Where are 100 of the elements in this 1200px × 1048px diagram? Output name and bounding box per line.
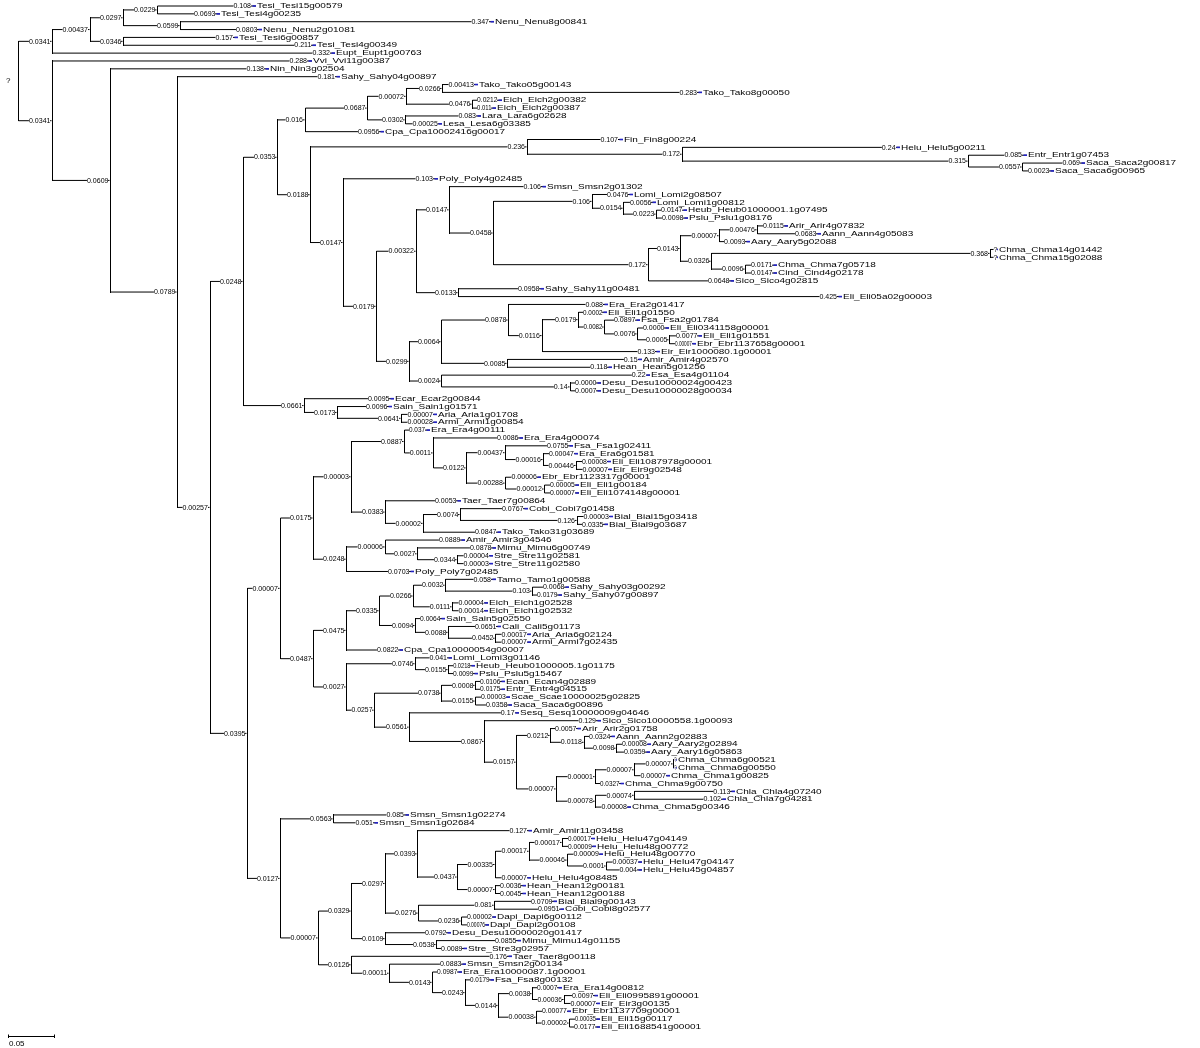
branch-length-label: 0.00257 xyxy=(182,503,208,512)
clade-line xyxy=(179,21,181,31)
branch-length-label: 0.0001 xyxy=(582,862,604,870)
branch-line xyxy=(110,291,177,293)
clade-line xyxy=(176,76,178,508)
clade-line xyxy=(633,790,635,800)
branch-length-label: 0.118 xyxy=(590,363,608,372)
leaf-label: Tako_Tako31g03689 xyxy=(501,528,594,536)
clade-line xyxy=(459,508,461,521)
branch-length-label: 0.0599 xyxy=(156,21,178,30)
leaf-label: Chma_Chma6g00550 xyxy=(677,764,776,772)
branch-length-label: 0.00028 xyxy=(407,418,433,427)
branch-length-label: 0.0027 xyxy=(393,550,415,558)
branch-line xyxy=(409,712,520,714)
clade-line xyxy=(756,225,758,235)
branch-length-label: 0.0393 xyxy=(393,850,415,858)
branch-line xyxy=(346,663,415,665)
branch-length-label: 0.00012 xyxy=(516,485,542,493)
branch-length-label: 0.0157 xyxy=(492,758,514,766)
clade-line xyxy=(441,84,443,93)
scale-label: 0.05 xyxy=(9,1039,25,1048)
branch-line xyxy=(634,798,727,801)
leaf-label: Smsn_Smsn1g02274 xyxy=(409,811,506,819)
branch-length-label: 0.00007 xyxy=(570,999,596,1008)
clade-line xyxy=(440,319,442,364)
branch-line xyxy=(711,252,990,254)
clade-line xyxy=(528,841,530,861)
branch-length-label: 0.17 xyxy=(500,709,515,717)
leaf-label: Eli_Eli0341158g00001 xyxy=(669,324,769,332)
leaf-label: Hean_Hean12g00181 xyxy=(526,881,625,890)
branch-line xyxy=(634,790,736,793)
leaf-label: Chma_Chma6g00521 xyxy=(677,756,776,764)
leaf-label: Helu_Helu47g04149 xyxy=(595,834,687,843)
leaf-label: Eli_Eli1g01551 xyxy=(702,332,770,340)
clade-line xyxy=(440,374,442,388)
clade-line xyxy=(515,734,517,790)
leaf-label: Fsa_Fsa8g00132 xyxy=(494,976,573,984)
clade-line xyxy=(242,156,244,407)
leaf-label: Ecan_Ecan4g02889 xyxy=(505,677,596,686)
branch-length-label: 0.0173 xyxy=(313,408,335,417)
branch-length-label: 0.00007 xyxy=(467,885,493,894)
branch-length-label: 0.0106 xyxy=(480,677,501,686)
clade-line xyxy=(531,586,533,596)
branch-length-label: ? xyxy=(674,764,677,772)
leaf-label: Tesi_Tesi4g00349 xyxy=(316,41,397,50)
leaf-label: Dapi_Dapi2g00108 xyxy=(489,921,576,929)
leaf-label: Chma_Chma5g00346 xyxy=(631,803,730,811)
leaf-label: Era_Era4g00111 xyxy=(430,426,505,434)
branch-line xyxy=(351,955,513,958)
branch-length-label: 0.00008 xyxy=(581,457,607,466)
branch-length-label: 0.0109 xyxy=(361,934,383,943)
branch-length-label: 0.0987 xyxy=(437,968,458,976)
branch-length-label: 0.0746 xyxy=(391,659,413,668)
branch-length-label: 0.0223 xyxy=(632,210,654,218)
branch-length-label: 0.0179 xyxy=(352,302,374,311)
branch-length-label: 0.00047 xyxy=(548,449,574,458)
leaf-label: Eli_Eli1g00184 xyxy=(579,481,647,489)
branch-length-label: 0.00076 xyxy=(466,921,485,929)
clade-line xyxy=(506,358,508,368)
branch-length-label: 0.058 xyxy=(473,575,492,584)
clade-line xyxy=(576,516,578,525)
clade-line xyxy=(384,853,386,914)
clade-line xyxy=(304,107,306,133)
branch-length-label: 0.0057 xyxy=(555,724,577,733)
branch-length-label: 0.00074 xyxy=(606,791,632,800)
clade-line xyxy=(492,200,494,266)
leaf-label: Taer_Taer8g00118 xyxy=(512,952,596,961)
leaf-label: Saca_Saca6g00965 xyxy=(1054,167,1145,175)
branch-length-label: 0.00002 xyxy=(395,519,421,528)
branch-length-label: 0.425 xyxy=(819,292,838,301)
leaf-label: Lomi_Lomi2g08507 xyxy=(633,190,722,199)
clade-line xyxy=(209,280,211,734)
branch-length-label: 0.0045 xyxy=(500,889,522,898)
branch-line xyxy=(648,280,735,282)
branch-length-label: 0.00008 xyxy=(621,740,647,749)
clade-line xyxy=(507,303,509,337)
branch-line xyxy=(532,594,563,596)
branch-length-label: 0.011 xyxy=(477,104,492,112)
branch-length-label: 0.0651 xyxy=(474,622,497,631)
branch-length-label: 0.0243 xyxy=(441,988,463,997)
branch-length-label: 0.00017 xyxy=(534,838,560,847)
leaf-label: Lomi_Lomi1g00812 xyxy=(656,198,745,207)
branch-length-label: 0.00007 xyxy=(640,771,666,780)
leaf-label: Aria_Aria1g01708 xyxy=(437,410,518,419)
leaf-label: Sesq_Sesq10000009g04646 xyxy=(519,709,649,717)
branch-length-label: 0.0353 xyxy=(253,153,275,162)
branch-length-label: 0.0661 xyxy=(280,401,302,410)
branch-length-label: 0.0395 xyxy=(223,729,245,738)
clade-line xyxy=(384,500,386,524)
leaf-label: Aary_Aary2g02894 xyxy=(651,740,738,749)
leaf-label: Bial_Bial9g03687 xyxy=(608,520,687,529)
leaf-label: Era_Era2g01417 xyxy=(608,300,685,309)
leaf-label: Tesi_Tesi15g00579 xyxy=(256,2,343,10)
leaf-label: Fsa_Fsa1g02411 xyxy=(573,442,651,450)
clade-line xyxy=(279,517,281,660)
branch-length-label: 0.368 xyxy=(970,249,988,258)
leaf-label: Poly_Poly4g02485 xyxy=(438,175,522,183)
clade-line xyxy=(710,252,712,270)
leaf-label: Ebr_Ebr1137709g00001 xyxy=(571,1007,680,1016)
leaf-label: Lara_Lara6g02628 xyxy=(481,112,567,120)
